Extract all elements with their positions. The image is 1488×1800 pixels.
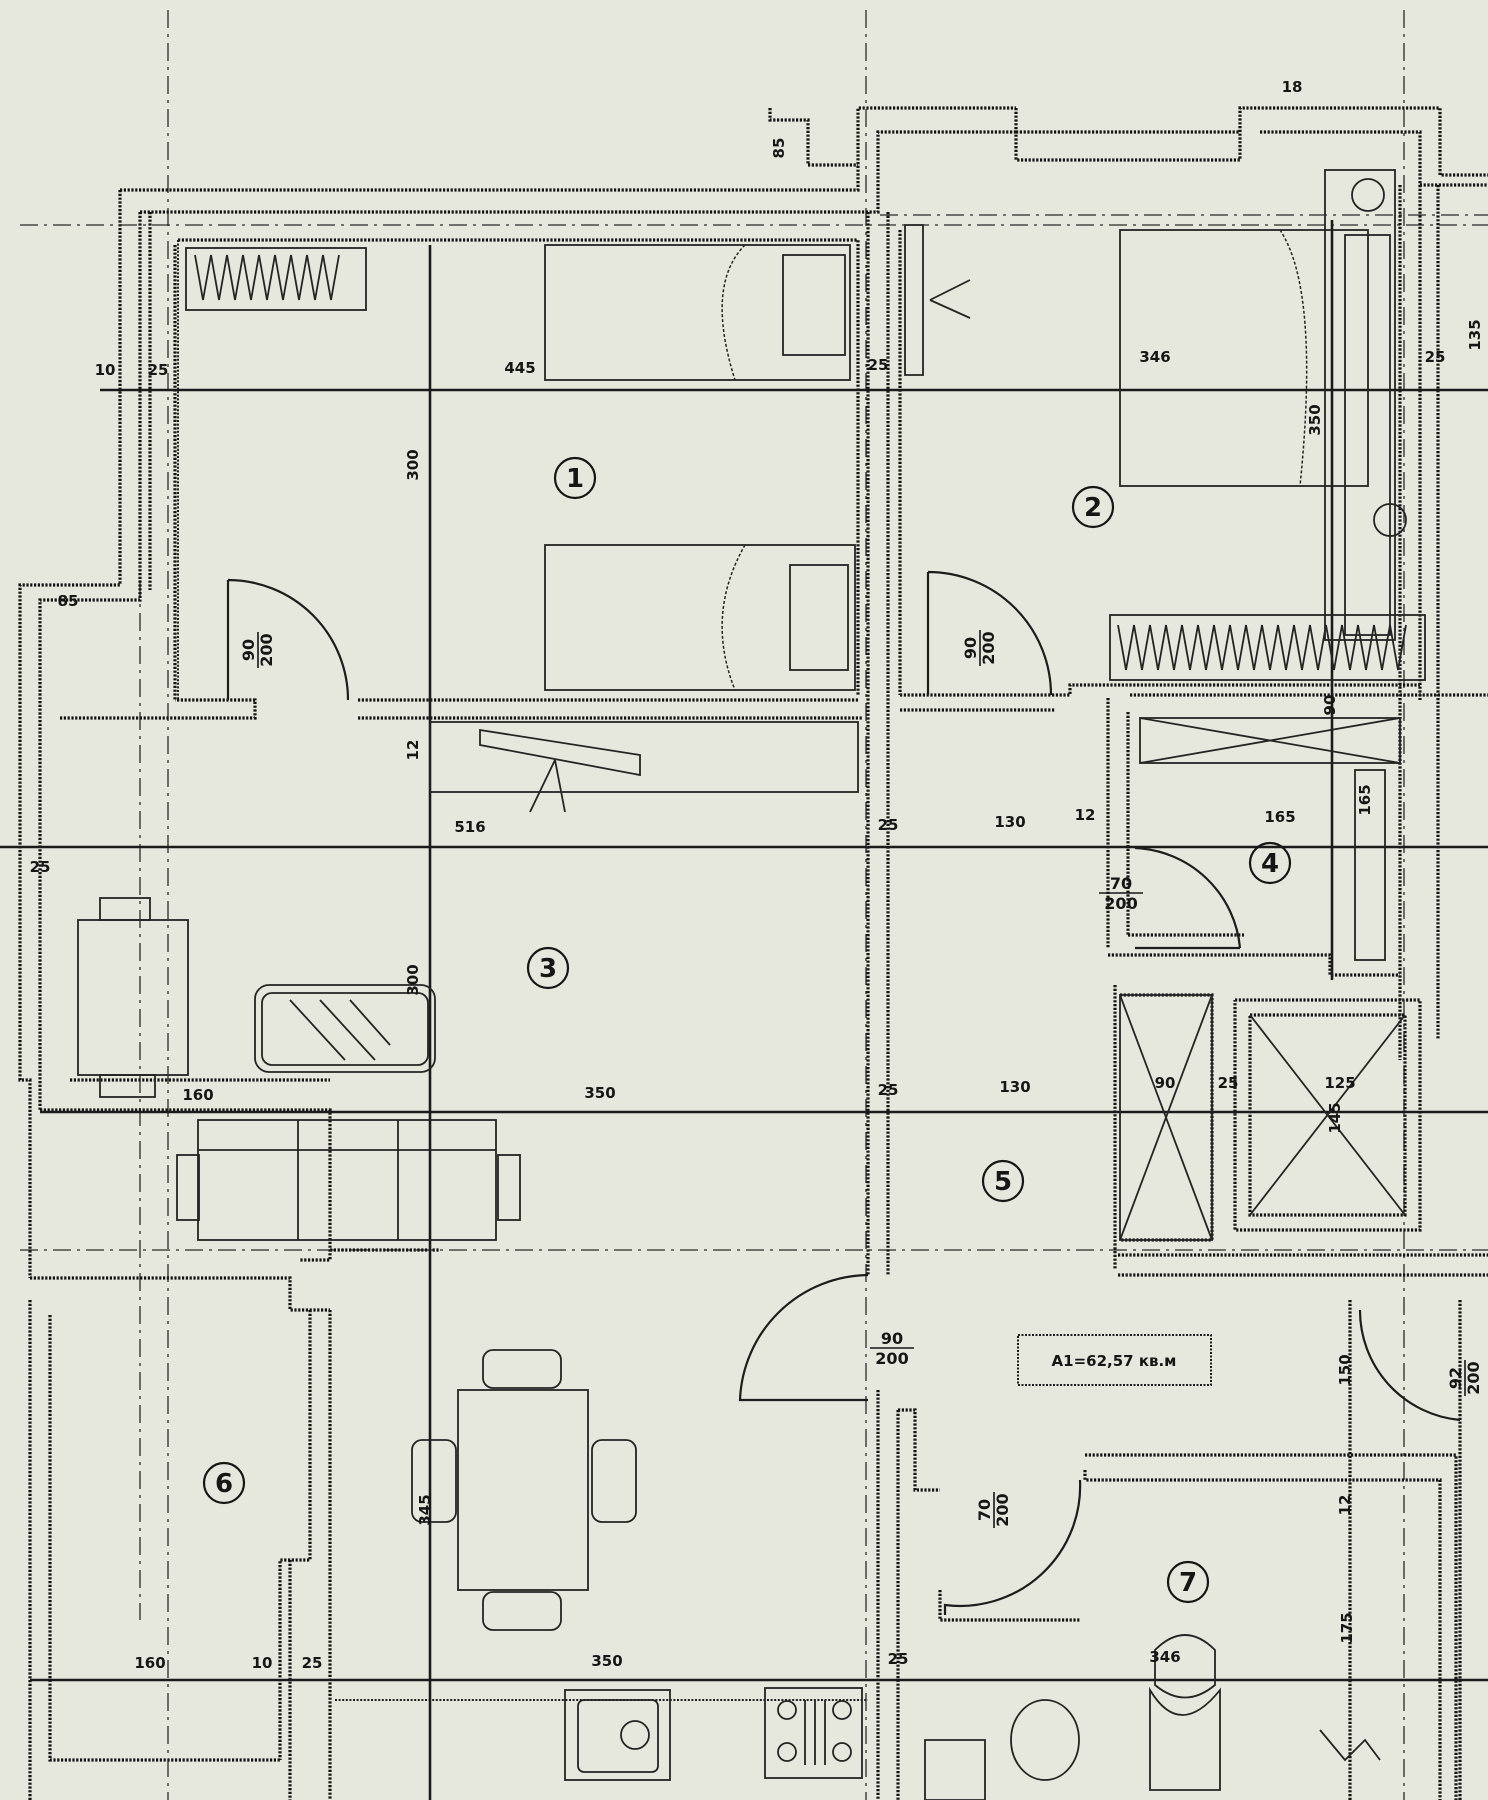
svg-text:200: 200 xyxy=(993,1493,1012,1526)
dim-label: 160 xyxy=(182,1086,213,1104)
dim-label: 25 xyxy=(868,356,889,374)
dim-label: 90 xyxy=(1155,1074,1176,1092)
door-size-labels: 90 200 90 200 70 200 90 200 70 200 92 20… xyxy=(239,630,1483,1528)
dim-label: 85 xyxy=(770,138,788,159)
room-5-label: 5 xyxy=(981,1159,1025,1203)
room-1-number: 1 xyxy=(566,464,584,494)
furniture xyxy=(77,169,1426,1800)
svg-text:70: 70 xyxy=(1110,874,1132,893)
door-label-3: 70 200 xyxy=(1099,874,1143,913)
room-2-number: 2 xyxy=(1084,493,1102,523)
dim-label: 135 xyxy=(1466,319,1484,350)
dim-label: 10 xyxy=(95,361,116,379)
dim-label: 346 xyxy=(1139,348,1170,366)
dim-label: 25 xyxy=(888,1650,909,1668)
door-label-4: 90 200 xyxy=(870,1329,914,1368)
dim-label: 150 xyxy=(1336,1354,1354,1385)
dim-label: 25 xyxy=(1218,1074,1239,1092)
room-labels: 1 2 3 4 5 6 7 xyxy=(202,456,1292,1604)
svg-text:200: 200 xyxy=(875,1349,908,1368)
door-right xyxy=(1358,1309,1461,1422)
dim-label: 516 xyxy=(454,818,485,836)
room-7-label: 7 xyxy=(1166,1560,1210,1604)
svg-text:90: 90 xyxy=(239,639,258,661)
dim-label: 10 xyxy=(252,1654,273,1672)
dim-label: 12 xyxy=(1336,1495,1354,1516)
dimension-lines xyxy=(0,220,1488,1800)
dim-label: 175 xyxy=(1338,1612,1356,1643)
area-label: A1=62,57 кв.м xyxy=(1052,1352,1177,1370)
room-7-number: 7 xyxy=(1179,1568,1197,1598)
axis-lines xyxy=(20,10,1488,1800)
room-3-label: 3 xyxy=(526,946,570,990)
svg-text:90: 90 xyxy=(881,1329,903,1348)
dimension-labels: 10 25 445 25 346 25 135 85 300 350 90 12… xyxy=(30,78,1484,1672)
dim-label: 130 xyxy=(994,813,1025,831)
dim-label: 25 xyxy=(30,858,51,876)
dim-label: 90 xyxy=(1321,695,1339,716)
dim-label: 25 xyxy=(302,1654,323,1672)
svg-text:200: 200 xyxy=(979,631,998,664)
door-label-2: 90 200 xyxy=(961,630,998,666)
room-6-label: 6 xyxy=(202,1461,246,1505)
dim-label: 25 xyxy=(878,816,899,834)
door-entrance xyxy=(738,1273,869,1402)
dim-label: 125 xyxy=(1324,1074,1355,1092)
dim-label: 25 xyxy=(878,1081,899,1099)
dim-label: 346 xyxy=(1149,1648,1180,1666)
room-6-number: 6 xyxy=(215,1469,233,1499)
dim-label: 85 xyxy=(58,592,79,610)
door-room-4 xyxy=(1134,846,1242,950)
room-3-number: 3 xyxy=(539,954,557,984)
dim-label: 445 xyxy=(504,359,535,377)
room-5-number: 5 xyxy=(994,1167,1012,1197)
svg-text:200: 200 xyxy=(1464,1361,1483,1394)
dim-label: 18 xyxy=(1282,78,1303,96)
svg-text:200: 200 xyxy=(257,633,276,666)
room-2-label: 2 xyxy=(1071,485,1115,529)
dim-label: 130 xyxy=(999,1078,1030,1096)
room-4-label: 4 xyxy=(1248,841,1292,885)
door-room-7 xyxy=(943,1479,1082,1615)
dim-label: 300 xyxy=(404,964,422,995)
dim-label: 165 xyxy=(1356,784,1374,815)
dim-label: 345 xyxy=(416,1494,434,1525)
doors xyxy=(226,570,1461,1615)
door-label-1: 90 200 xyxy=(239,632,276,668)
room-4-number: 4 xyxy=(1261,849,1279,879)
dim-label: 25 xyxy=(1425,348,1446,366)
dim-label: 12 xyxy=(404,740,422,761)
svg-text:90: 90 xyxy=(961,637,980,659)
dim-label: 145 xyxy=(1326,1102,1344,1133)
area-label-box: A1=62,57 кв.м xyxy=(1017,1334,1212,1386)
dim-label: 300 xyxy=(404,449,422,480)
door-label-6: 92 200 xyxy=(1446,1360,1483,1396)
dim-label: 350 xyxy=(1306,404,1324,435)
dim-label: 160 xyxy=(134,1654,165,1672)
dim-label: 25 xyxy=(148,361,169,379)
door-label-5: 70 200 xyxy=(975,1492,1012,1528)
door-room-2 xyxy=(926,570,1053,696)
svg-text:200: 200 xyxy=(1104,894,1137,913)
dim-label: 12 xyxy=(1075,806,1096,824)
svg-text:70: 70 xyxy=(975,1499,994,1521)
dim-label: 350 xyxy=(591,1652,622,1670)
svg-text:92: 92 xyxy=(1446,1367,1465,1389)
room-1-label: 1 xyxy=(553,456,597,500)
dim-label: 350 xyxy=(584,1084,615,1102)
door-room-1 xyxy=(226,578,350,701)
dim-label: 165 xyxy=(1264,808,1295,826)
walls xyxy=(18,106,1488,1800)
